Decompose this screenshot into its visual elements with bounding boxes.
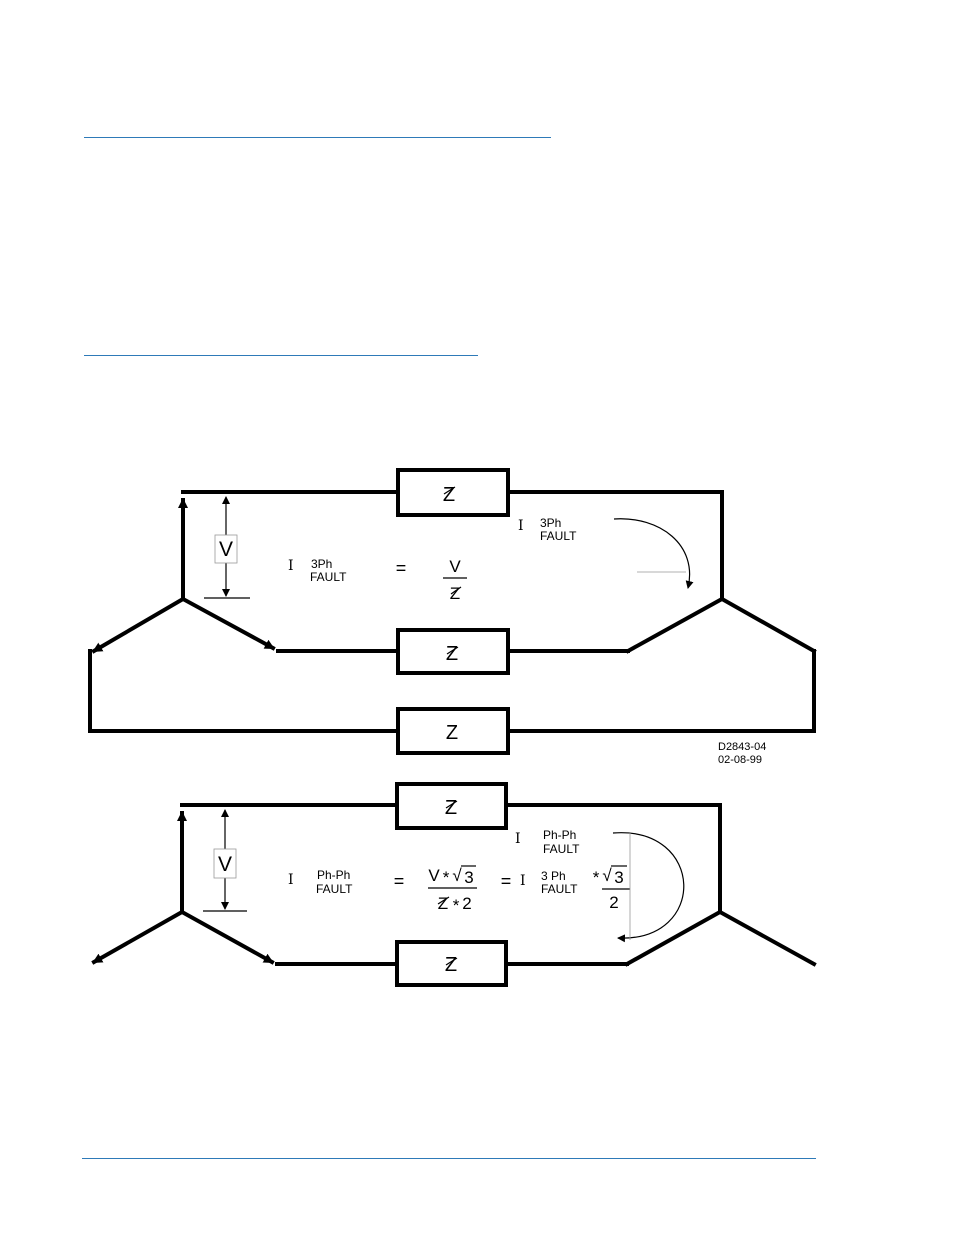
- current-symbol-formula-3ph: I: [520, 873, 526, 889]
- impedance-box-top: [396, 468, 510, 517]
- formula2-denominator-z: Z: [438, 894, 448, 913]
- formula-sub-3ph: 3Ph: [311, 557, 332, 571]
- impedance-box-middle: [396, 628, 510, 675]
- flow2-sub-fault: FAULT: [543, 842, 580, 856]
- current-flow-arrow-2: [612, 832, 685, 943]
- impedance-box-bottom: [396, 707, 510, 755]
- load-leg-bottom-2: [717, 909, 817, 967]
- flow-sub-fault: FAULT: [540, 529, 577, 543]
- formula2-root-three: 3: [614, 868, 623, 887]
- formula2-root-sqrt: √: [602, 866, 612, 885]
- formula-sub-fault: FAULT: [310, 570, 347, 584]
- formula2-numerator-sqrt: √: [452, 866, 462, 885]
- current-symbol-flow: I: [518, 518, 524, 534]
- formula2-sub-fault-3ph: FAULT: [541, 882, 578, 896]
- formula2-equals-1: =: [394, 871, 405, 891]
- voltage-label-frame-2: [213, 848, 237, 879]
- phase-to-phase-fault-circuit: Z Z V I Ph-Ph FAULT = V * √ 3 Z * 2 = I …: [91, 782, 817, 987]
- drawing-code: D2843-04: [718, 741, 766, 753]
- drawing-date: 02-08-99: [718, 754, 762, 766]
- load-leg-middle-2: [624, 909, 723, 967]
- footer-rule: [82, 1158, 816, 1159]
- impedance-strike-middle: [446, 646, 459, 655]
- source-phase-b-2: [91, 909, 185, 965]
- current-symbol-formula: I: [288, 558, 294, 574]
- formula2-sub-fault: FAULT: [316, 882, 353, 896]
- impedance-strike-top: [443, 486, 456, 495]
- header-rule-2: [84, 355, 478, 356]
- impedance-label-top: Z: [443, 484, 455, 506]
- formula2-sub-phph: Ph-Ph: [317, 868, 350, 882]
- formula2-root-two: 2: [609, 893, 618, 912]
- current-flow-arrow: [613, 518, 694, 589]
- formula2-equals-2: =: [501, 871, 512, 891]
- voltage-label-frame: [214, 534, 238, 564]
- flow-sub-3ph: 3Ph: [540, 516, 561, 530]
- header-rule-1: [84, 137, 551, 138]
- flow2-sub-phph: Ph-Ph: [543, 828, 576, 842]
- current-symbol-formula-2: I: [288, 872, 294, 888]
- formula2-numerator-three: 3: [464, 868, 473, 887]
- formula2-numerator-v: V: [428, 866, 440, 885]
- current-symbol-flow-2: I: [515, 831, 521, 847]
- source-phase-c: [180, 596, 276, 651]
- voltage-label: V: [219, 538, 233, 561]
- formula2-denominator-mult: *: [453, 896, 460, 915]
- impedance-label-bottom: Z: [446, 722, 458, 744]
- formula-numerator: V: [449, 557, 461, 576]
- three-phase-fault-circuit: Z Z Z V I 3Ph FAULT = V Z I 3Ph FAULT D2…: [88, 468, 817, 766]
- formula2-sub-3ph: 3 Ph: [541, 869, 566, 883]
- load-leg-bottom: [719, 596, 817, 654]
- formula2-denominator-strike: [437, 896, 450, 905]
- impedance-box-top-2: [395, 782, 508, 830]
- voltage-label-2: V: [218, 853, 232, 876]
- formula2-numerator-mult: *: [443, 868, 450, 887]
- impedance-strike-middle-2: [445, 957, 458, 966]
- impedance-box-middle-2: [395, 940, 508, 987]
- formula2-mult-root: *: [593, 868, 600, 887]
- source-phase-c-2: [179, 909, 275, 965]
- formula-equals: =: [396, 558, 407, 578]
- formula-denominator-strike: [450, 586, 462, 595]
- load-leg-middle: [625, 596, 725, 654]
- impedance-strike-top-2: [445, 800, 458, 809]
- formula2-denominator-two: 2: [462, 894, 471, 913]
- formula-denominator: Z: [450, 584, 460, 603]
- source-phase-b: [91, 596, 186, 654]
